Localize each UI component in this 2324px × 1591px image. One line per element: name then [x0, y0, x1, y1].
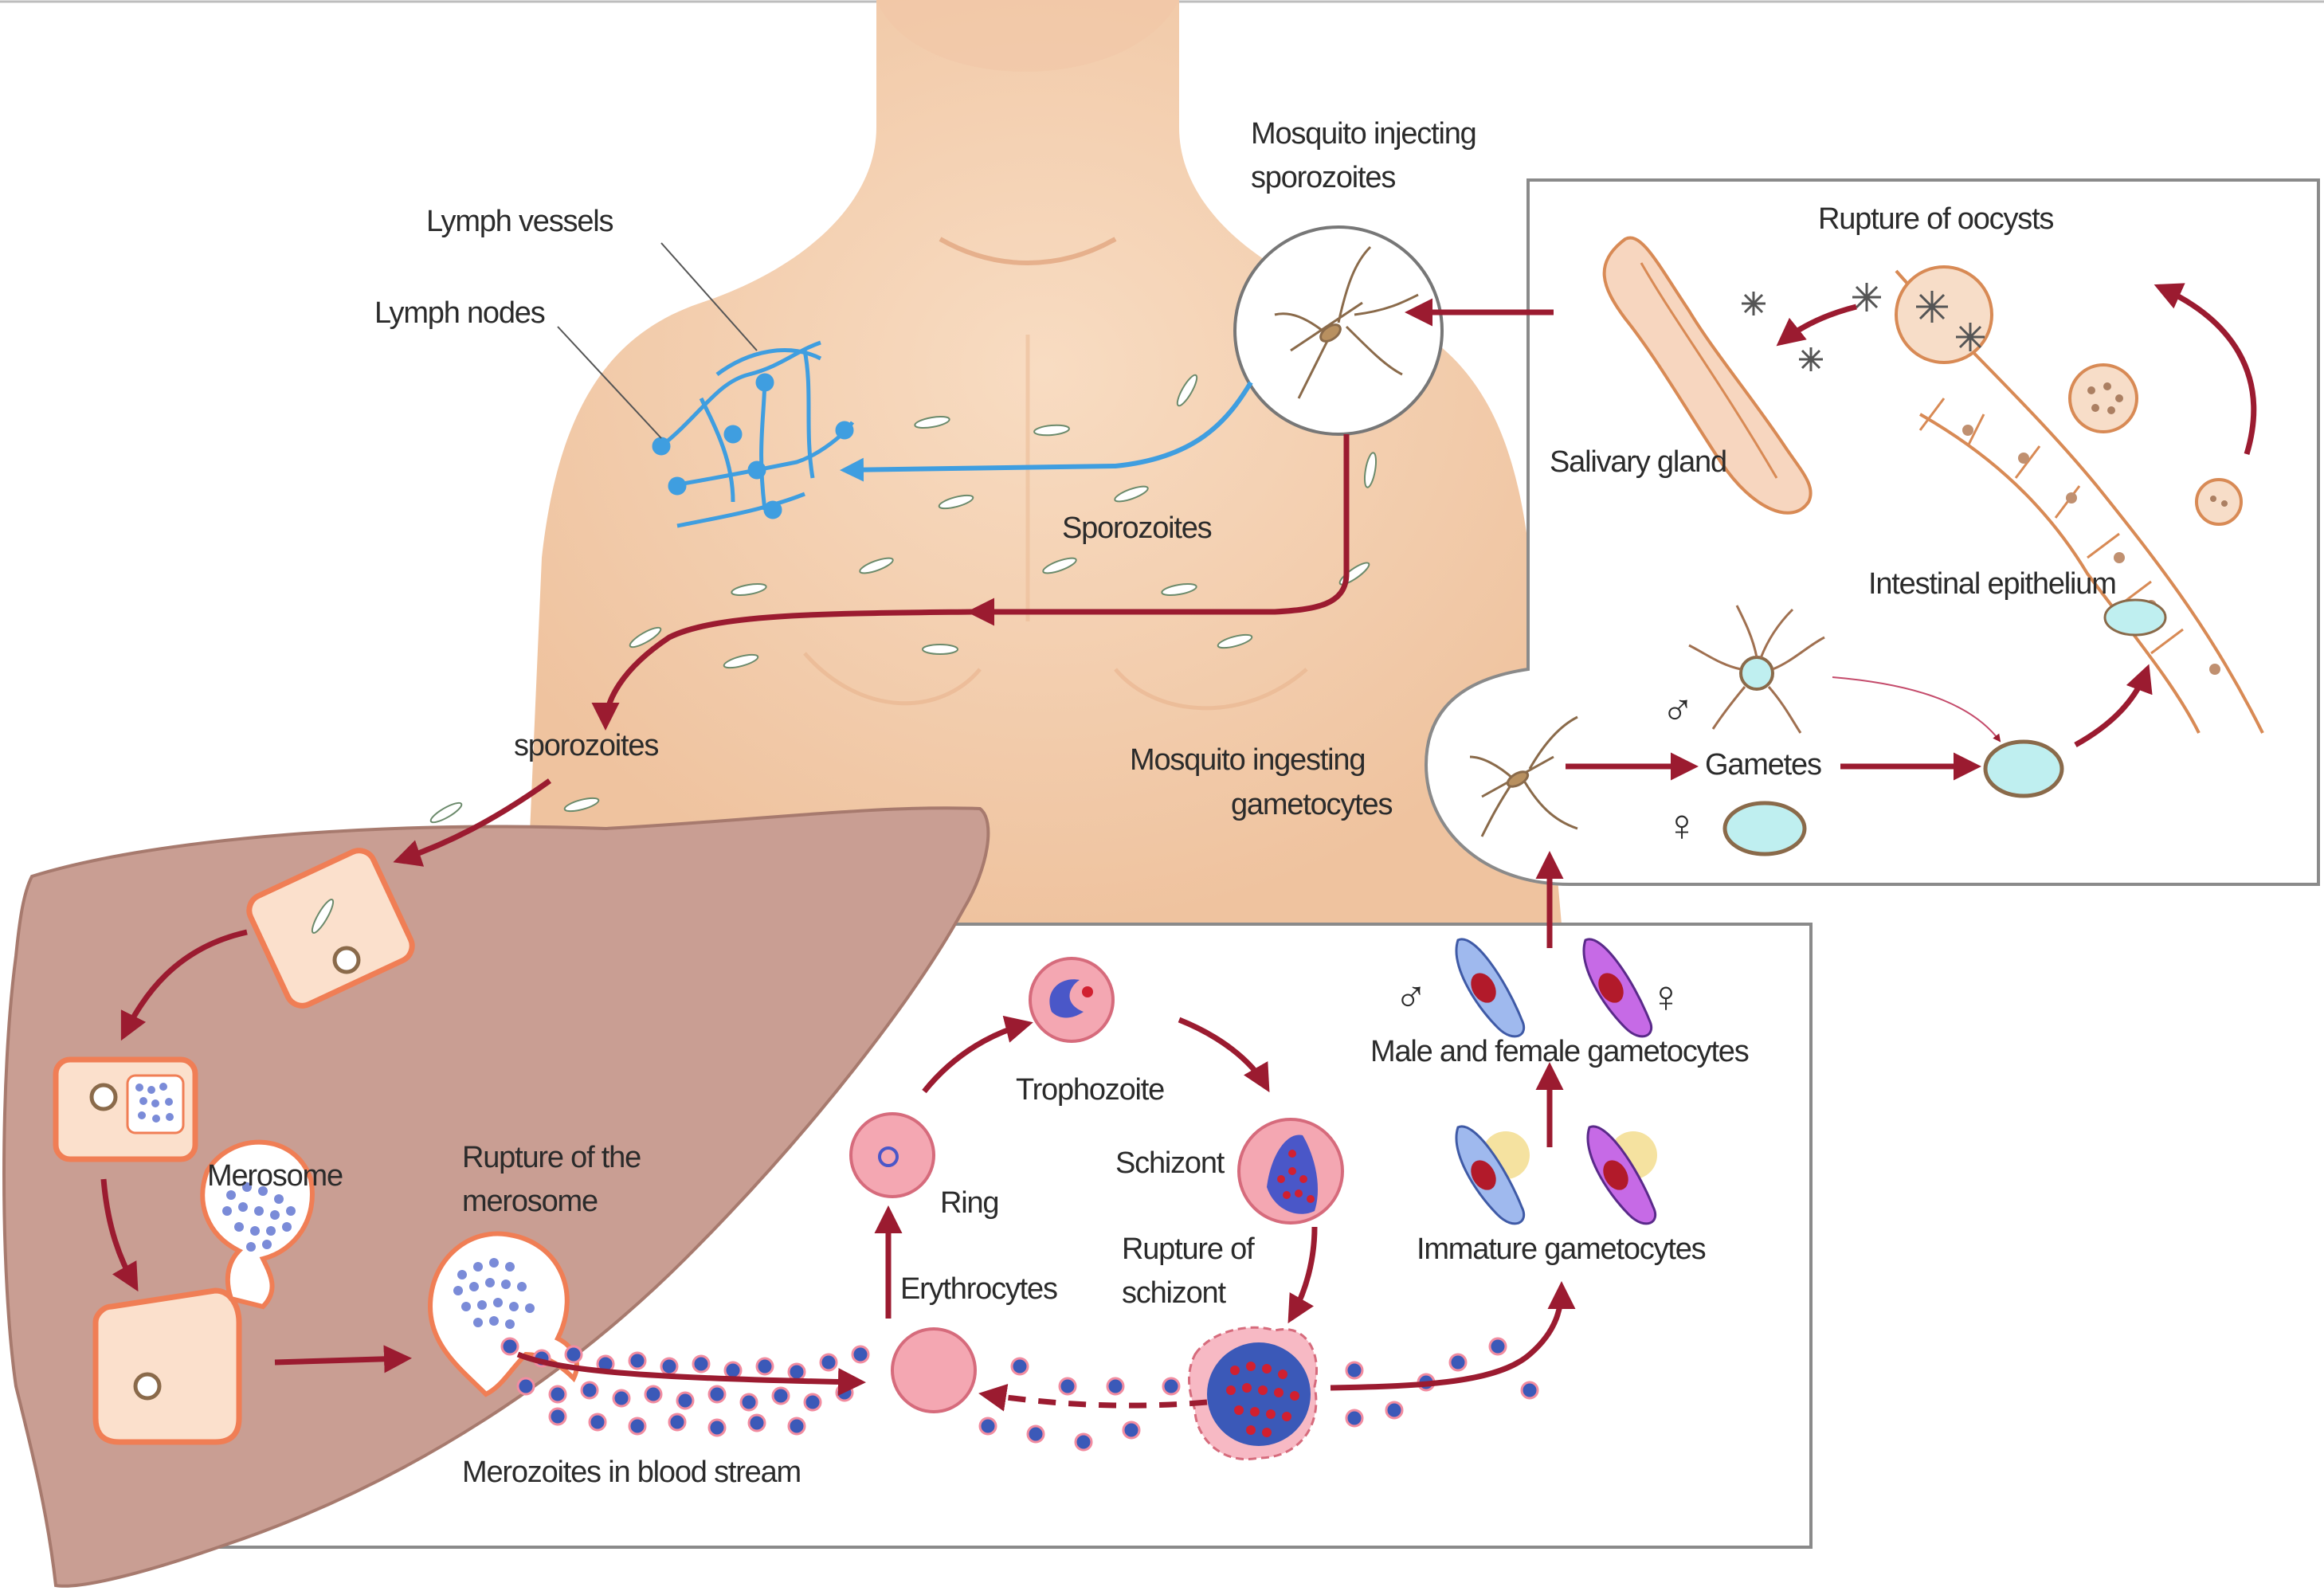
human-torso	[526, 0, 1562, 924]
label-gametes: Gametes	[1705, 748, 1821, 782]
label-merozoites-blood: Merozoites in blood stream	[462, 1456, 801, 1489]
label-sporozoites-upper: Sporozoites	[1062, 511, 1212, 545]
mosquito-icon	[1274, 245, 1419, 399]
label-mosquito-injecting: Mosquito injecting	[1251, 117, 1476, 151]
cycle-arrows	[100, 283, 2257, 1412]
male-symbol-icon: ♂	[1661, 684, 1695, 735]
label-lymph-nodes: Lymph nodes	[374, 296, 545, 330]
male-symbol-icon-2: ♂	[1394, 971, 1428, 1021]
label-mosquito-ingesting: Mosquito ingesting	[1130, 743, 1365, 777]
label-lymph-vessels: Lymph vessels	[426, 205, 613, 238]
mosquito-icon	[1469, 715, 1578, 837]
label-immature-gametocytes: Immature gametocytes	[1417, 1232, 1706, 1266]
mosquito-stage-box	[1424, 178, 2320, 886]
label-ring: Ring	[940, 1186, 998, 1220]
mosquito-injecting-circle	[1233, 225, 1444, 436]
label-rupture-oocysts: Rupture of oocysts	[1818, 202, 2053, 236]
lymph-network	[652, 340, 855, 528]
label-rupture-merosome: Rupture of the	[462, 1141, 641, 1174]
blood-stage-cells	[849, 957, 1344, 1460]
label-mosquito-injecting-2: sporozoites	[1251, 161, 1395, 194]
gametocytes	[1455, 938, 1657, 1225]
oocyst-sporozoite-bursts	[1742, 283, 1985, 371]
label-erythrocytes: Erythrocytes	[900, 1272, 1057, 1306]
label-schizont: Schizont	[1115, 1146, 1225, 1180]
label-mosquito-ingesting-2: gametocytes	[1231, 788, 1392, 821]
label-sporozoites-lower: sporozoites	[514, 729, 658, 762]
label-intestinal-epithelium: Intestinal epithelium	[1868, 567, 2116, 601]
lymph-arrow	[840, 381, 1253, 482]
female-symbol-icon: ♀	[1665, 800, 1699, 850]
mosquito-ingesting-circle	[1469, 715, 1578, 837]
liver	[2, 806, 990, 1588]
female-symbol-icon-2: ♀	[1649, 971, 1683, 1021]
label-salivary-gland: Salivary gland	[1550, 445, 1726, 479]
label-trophozoite: Trophozoite	[1016, 1073, 1164, 1107]
label-rupture-schizont: Rupture of	[1122, 1232, 1255, 1266]
label-rupture-merosome-2: merosome	[462, 1185, 598, 1218]
label-rupture-schizont-2: schizont	[1122, 1276, 1226, 1310]
label-male-female-gametocytes: Male and female gametocytes	[1370, 1035, 1749, 1068]
labels: Mosquito injecting sporozoites Lymph ves…	[207, 117, 2117, 1489]
merozoites-stream	[500, 1337, 1539, 1452]
label-merosome: Merosome	[207, 1159, 343, 1193]
